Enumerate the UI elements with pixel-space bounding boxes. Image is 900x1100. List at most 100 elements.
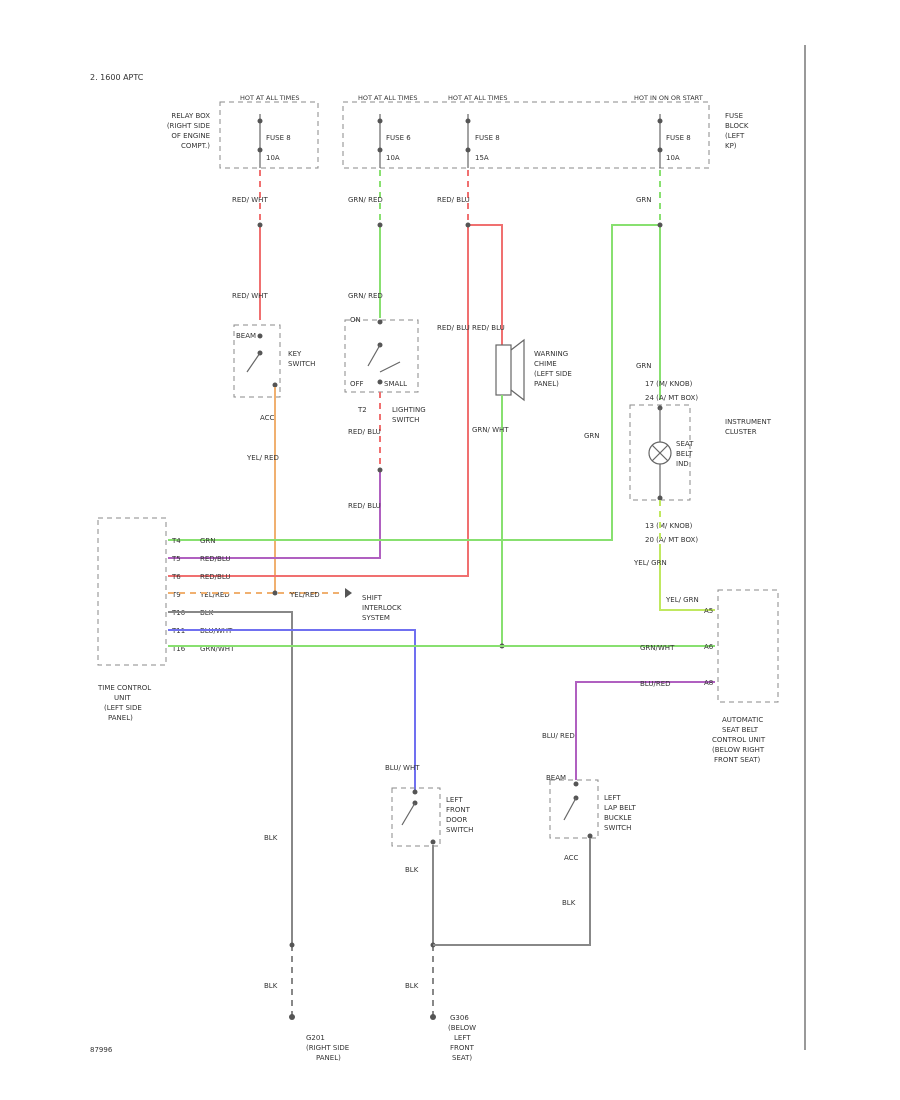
label-blk-4: BLK [405, 982, 419, 990]
svg-text:SEAT: SEAT [676, 440, 694, 448]
tcu-label-1: TIME CONTROL [97, 684, 151, 692]
svg-text:WARNING: WARNING [534, 350, 568, 358]
label-red-blu-2: RED/ BLU [348, 502, 381, 510]
tcu-extra-label: YEL/RED [289, 591, 320, 599]
svg-text:A6: A6 [704, 643, 714, 651]
label-grn-2: GRN [636, 362, 652, 370]
wire-red-blu-fuse3-b [168, 225, 469, 577]
svg-text:CONTROL UNIT: CONTROL UNIT [712, 736, 766, 744]
svg-text:COMPT.): COMPT.) [181, 142, 210, 150]
svg-text:BEAM: BEAM [236, 332, 256, 340]
label-blk-5: BLK [562, 899, 576, 907]
fuse-3-rating: 15A [475, 154, 489, 162]
wire-blk-lapbelt [433, 838, 591, 946]
label-blu-red: BLU/ RED [542, 732, 575, 740]
svg-text:BUCKLE: BUCKLE [604, 814, 632, 822]
svg-text:FRONT: FRONT [446, 806, 471, 814]
svg-text:FUSE: FUSE [725, 112, 743, 120]
fuse-1-rating: 10A [266, 154, 280, 162]
label-yel-red: YEL/ RED [246, 454, 279, 462]
label-red-wht-2: RED/ WHT [232, 292, 268, 300]
svg-text:PANEL): PANEL) [316, 1054, 341, 1062]
fuse-block-label: FUSE BLOCK (LEFT KP) [725, 112, 749, 150]
svg-text:ACC: ACC [564, 854, 579, 862]
ground-g201: G201 (RIGHT SIDE PANEL) [306, 1034, 349, 1062]
wire-red-blu-chime [468, 224, 503, 345]
svg-text:SEAT): SEAT) [452, 1054, 472, 1062]
fuse-1-name: FUSE 8 [266, 134, 291, 142]
asb-wire-grn-wht: GRN/WHT [640, 644, 675, 652]
fuse-3-hot: HOT AT ALL TIMES [448, 94, 508, 102]
label-grn-red-2: GRN/ RED [348, 292, 383, 300]
svg-text:OFF: OFF [350, 380, 364, 388]
wire-yel-grn-b [659, 545, 715, 611]
svg-text:KP): KP) [725, 142, 737, 150]
label-blk-2: BLK [264, 982, 278, 990]
shift-interlock-label: SHIFT INTERLOCK SYSTEM [362, 594, 402, 622]
wire-blu-red [575, 681, 715, 780]
label-blk-1: BLK [264, 834, 278, 842]
svg-text:OF ENGINE: OF ENGINE [171, 132, 210, 140]
svg-text:(BELOW RIGHT: (BELOW RIGHT [712, 746, 765, 754]
svg-text:G306: G306 [450, 1014, 469, 1022]
fuse-block-outline [342, 101, 710, 169]
svg-text:SHIFT: SHIFT [362, 594, 383, 602]
warning-chime: WARNING CHIME (LEFT SIDE PANEL) [495, 338, 572, 402]
left-front-door-switch: LEFT FRONT DOOR SWITCH [391, 787, 473, 847]
svg-text:LEFT: LEFT [604, 794, 621, 802]
fuse-2: HOT AT ALL TIMES FUSE 6 10A [358, 94, 418, 168]
label-red-blu-4: RED/ BLU [437, 324, 470, 332]
svg-text:20 (A/ MT BOX): 20 (A/ MT BOX) [645, 536, 698, 544]
svg-text:GRN/WHT: GRN/WHT [200, 645, 235, 653]
svg-text:(LEFT: (LEFT [725, 132, 745, 140]
svg-text:GRN: GRN [200, 537, 216, 545]
fuse-2-rating: 10A [386, 154, 400, 162]
lighting-switch-label-2: SWITCH [392, 416, 419, 424]
label-red-blu-3: RED/ BLU [437, 196, 470, 204]
svg-text:T2: T2 [357, 406, 367, 414]
fuse-3: HOT AT ALL TIMES FUSE 8 15A [448, 94, 508, 168]
svg-text:SEAT BELT: SEAT BELT [722, 726, 759, 734]
svg-text:SMALL: SMALL [384, 380, 407, 388]
svg-text:LEFT: LEFT [446, 796, 463, 804]
svg-text:FRONT: FRONT [450, 1044, 475, 1052]
svg-text:INSTRUMENT: INSTRUMENT [725, 418, 772, 426]
svg-text:YEL/RED: YEL/RED [199, 591, 230, 599]
svg-text:G201: G201 [306, 1034, 325, 1042]
asb-wire-blu-red: BLU/RED [640, 680, 671, 688]
svg-text:DOOR: DOOR [446, 816, 467, 824]
ground-g306: G306 (BELOW LEFT FRONT SEAT) [448, 1014, 476, 1062]
label-grn-red-1: GRN/ RED [348, 196, 383, 204]
svg-text:BELT: BELT [676, 450, 693, 458]
relay-box-outline [219, 101, 319, 169]
figure-id: 87996 [90, 1046, 113, 1054]
wire-blk-tcu [168, 611, 293, 945]
label-blu-wht: BLU/ WHT [385, 764, 420, 772]
tcu-label-2: UNIT [114, 694, 131, 702]
svg-text:ACC: ACC [260, 414, 275, 422]
svg-text:A5: A5 [704, 607, 713, 615]
label-grn-wht-1: GRN/ WHT [472, 426, 509, 434]
svg-text:ON: ON [350, 316, 361, 324]
svg-text:A8: A8 [704, 679, 713, 687]
fuse-3-name: FUSE 8 [475, 134, 500, 142]
fuse-4-name: FUSE 8 [666, 134, 691, 142]
model-label: 2. 1600 APTC [90, 73, 144, 82]
svg-text:(LEFT SIDE: (LEFT SIDE [534, 370, 572, 378]
svg-text:(RIGHT SIDE: (RIGHT SIDE [167, 122, 210, 130]
automatic-seat-belt-unit: A5 A6 A8 AUTOMATIC SEAT BELT CONTROL UNI… [704, 589, 779, 764]
svg-text:SYSTEM: SYSTEM [362, 614, 390, 622]
fuse-1-hot: HOT AT ALL TIMES [240, 94, 300, 102]
svg-text:IND: IND [676, 460, 689, 468]
svg-text:INTERLOCK: INTERLOCK [362, 604, 402, 612]
svg-text:T5: T5 [171, 555, 181, 563]
label-grn-3: GRN [584, 432, 600, 440]
label-red-wht-1: RED/ WHT [232, 196, 268, 204]
tcu-label-3: (LEFT SIDE [104, 704, 142, 712]
svg-text:RED/BLU: RED/BLU [200, 555, 231, 563]
fuse-2-hot: HOT AT ALL TIMES [358, 94, 418, 102]
wire-red-blu-light-b [168, 470, 381, 559]
key-switch-label-2: SWITCH [288, 360, 315, 368]
svg-text:RED/BLU: RED/BLU [200, 573, 231, 581]
